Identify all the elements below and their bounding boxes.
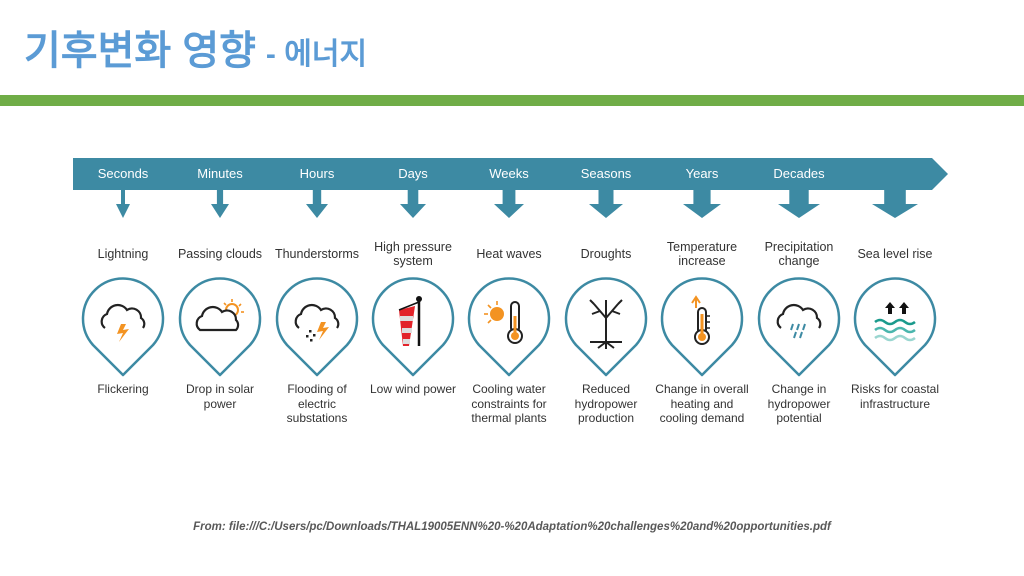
down-arrow-icon [306, 190, 328, 218]
down-arrow-icon [116, 190, 130, 218]
energy-impact-label: Cooling water constraints for thermal pl… [471, 382, 547, 425]
timeline-unit-label: Decades [773, 166, 825, 181]
timeline-unit-label: Hours [299, 166, 335, 181]
climate-event-label: Heat waves [476, 246, 542, 261]
climate-event-label: Precipitation change [764, 239, 834, 269]
climate-event-label: Droughts [580, 246, 632, 261]
timeline-bar [73, 158, 948, 190]
down-arrow-icon [683, 190, 721, 218]
title-subtitle: - 에너지 [265, 38, 368, 71]
energy-impact-label: Change in hydropower potential [767, 382, 831, 425]
timeline-unit-label: Minutes [197, 166, 243, 181]
energy-impact-label: Change in overall heating and cooling de… [655, 382, 749, 425]
accent-divider [0, 95, 1024, 106]
energy-impact-label: Flickering [97, 382, 149, 396]
source-citation: From: file:///C:/Users/pc/Downloads/THAL… [193, 521, 831, 533]
energy-impact-label: Reduced hydropower production [574, 382, 638, 425]
location-pin-icon [371, 277, 455, 377]
timeline-unit-label: Years [685, 166, 719, 181]
cloud-lightning-icon [100, 303, 146, 342]
down-arrow-icon [589, 190, 623, 218]
timeline-unit-label: Days [398, 166, 428, 181]
energy-impact-label: Low wind power [369, 382, 457, 396]
climate-event-label: High pressure system [374, 239, 452, 269]
climate-event-label: Lightning [97, 246, 149, 261]
timeline-unit-label: Weeks [489, 166, 529, 181]
title-main: 기후변화 영향 [24, 29, 256, 73]
cloud-rain-icon [776, 303, 822, 339]
climate-event-label: Passing clouds [177, 246, 263, 261]
location-pin-icon [853, 277, 937, 377]
sun-thermometer-icon [484, 301, 523, 344]
windsock-icon [398, 296, 422, 346]
dry-tree-icon [589, 299, 623, 349]
climate-event-label: Thunderstorms [274, 246, 360, 261]
thermometer-rising-icon [691, 295, 710, 345]
timeline-unit-label: Seasons [580, 166, 632, 181]
energy-impact-label: Risks for coastal infrastructure [850, 382, 940, 411]
climate-event-label: Sea level rise [857, 246, 933, 261]
energy-impact-label: Drop in solar power [185, 382, 255, 411]
down-arrow-icon [400, 190, 426, 218]
down-arrow-icon [778, 190, 820, 218]
cloud-sun-icon [195, 299, 244, 332]
thunderstorm-icon [294, 303, 340, 342]
energy-impact-label: Flooding of electric substations [286, 382, 348, 425]
down-arrow-icon [494, 190, 524, 218]
down-arrow-icon [211, 190, 229, 218]
timeline-unit-label: Seconds [97, 166, 149, 181]
sea-level-rise-icon [874, 302, 916, 342]
down-arrow-icon [872, 190, 918, 218]
slide-title: 기후변화 영향 - 에너지 [24, 18, 367, 76]
location-pin-icon [467, 277, 551, 377]
climate-event-label: Temperature increase [666, 239, 738, 269]
location-pin-icon [275, 277, 359, 377]
